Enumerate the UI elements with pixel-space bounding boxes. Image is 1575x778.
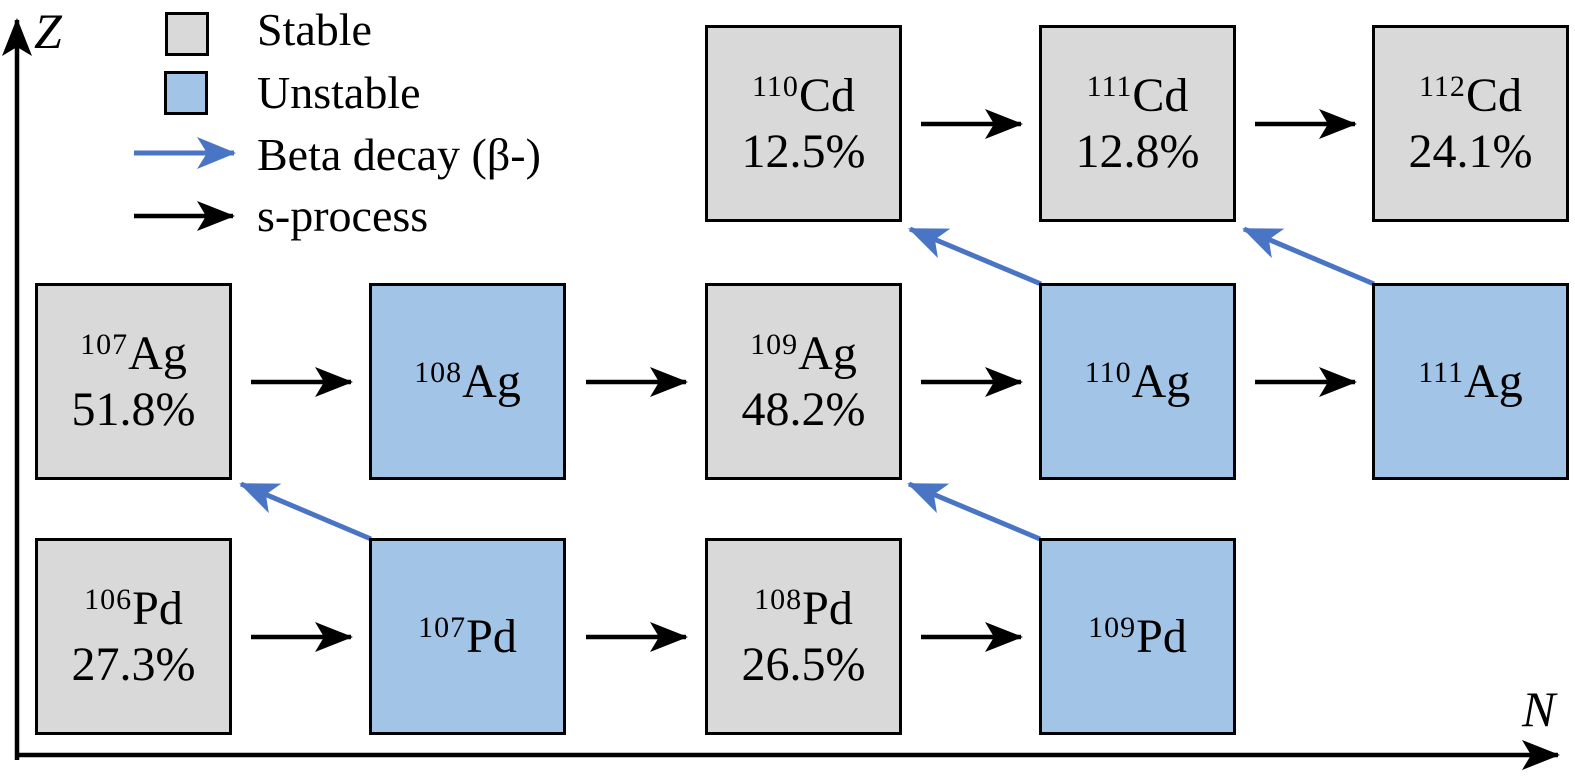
element-symbol: Ag <box>798 326 857 380</box>
element-symbol: Pd <box>1136 609 1187 663</box>
beta-arrow-109pd-109ag <box>907 481 1041 542</box>
isotope-abundance: 12.5% <box>741 124 866 178</box>
beta-arrow-107pd-107ag <box>239 481 372 542</box>
y-axis-label: Z <box>34 3 62 59</box>
mass-number: 109 <box>750 327 799 361</box>
isotope-abundance: 12.8% <box>1075 124 1200 178</box>
legend-sprocess-label: s-process <box>257 190 429 241</box>
mass-number: 112 <box>1419 69 1466 103</box>
isotope-box-110ag: 110Ag <box>1039 283 1236 480</box>
element-symbol: Pd <box>132 581 183 635</box>
isotope-box-111cd: 111Cd 12.8% <box>1039 25 1236 222</box>
isotope-box-107pd: 107Pd <box>369 538 566 735</box>
isotope-abundance: 26.5% <box>741 637 866 691</box>
mass-number: 106 <box>84 582 133 616</box>
isotope-label: 111Cd <box>1087 68 1189 124</box>
isotope-abundance: 27.3% <box>71 637 196 691</box>
mass-number: 107 <box>80 327 129 361</box>
element-symbol: Ag <box>128 326 187 380</box>
mass-number: 108 <box>414 355 463 389</box>
isotope-label: 109Pd <box>1088 609 1187 665</box>
element-symbol: Cd <box>1132 68 1189 122</box>
legend-stable-swatch <box>165 12 209 56</box>
legend-unstable-label: Unstable <box>257 67 421 118</box>
isotope-label: 108Pd <box>754 581 853 637</box>
isotope-box-107ag: 107Ag 51.8% <box>35 283 232 480</box>
legend-stable-label: Stable <box>257 4 372 55</box>
isotope-abundance: 24.1% <box>1408 124 1533 178</box>
isotope-label: 109Ag <box>750 326 857 382</box>
element-symbol: Cd <box>798 68 855 122</box>
isotope-label: 106Pd <box>84 581 183 637</box>
isotope-box-109pd: 109Pd <box>1039 538 1236 735</box>
isotope-label: 108Ag <box>414 354 521 410</box>
mass-number: 109 <box>1088 610 1137 644</box>
isotope-box-109ag: 109Ag 48.2% <box>705 283 902 480</box>
isotope-label: 110Ag <box>1085 354 1191 410</box>
mass-number: 110 <box>1084 355 1132 389</box>
mass-number: 111 <box>1418 355 1465 389</box>
isotope-abundance: 48.2% <box>741 382 866 436</box>
legend-unstable-swatch <box>164 71 208 115</box>
isotope-box-108ag: 108Ag <box>369 283 566 480</box>
isotope-label: 110Cd <box>752 68 855 124</box>
x-axis-label: N <box>1522 681 1556 737</box>
isotope-box-106pd: 106Pd 27.3% <box>35 538 232 735</box>
legend-beta-label: Beta decay (β-) <box>257 129 541 180</box>
isotope-box-110cd: 110Cd 12.5% <box>705 25 902 222</box>
element-symbol: Ag <box>462 354 521 408</box>
isotope-abundance: 51.8% <box>71 382 196 436</box>
isotope-label: 107Ag <box>80 326 187 382</box>
mass-number: 110 <box>752 69 799 103</box>
element-symbol: Cd <box>1465 68 1522 122</box>
mass-number: 107 <box>418 610 467 644</box>
isotope-box-111ag: 111Ag <box>1372 283 1569 480</box>
element-symbol: Pd <box>802 581 853 635</box>
element-symbol: Ag <box>1131 354 1191 408</box>
element-symbol: Ag <box>1464 354 1523 408</box>
beta-arrow-111ag-111cd <box>1242 226 1375 287</box>
mass-number: 108 <box>754 582 803 616</box>
beta-arrow-110ag-110cd <box>908 226 1042 287</box>
isotope-label: 111Ag <box>1418 354 1522 410</box>
isotope-label: 107Pd <box>418 609 517 665</box>
isotope-box-108pd: 108Pd 26.5% <box>705 538 902 735</box>
isotope-label: 112Cd <box>1419 68 1522 124</box>
element-symbol: Pd <box>466 609 517 663</box>
mass-number: 111 <box>1086 69 1133 103</box>
isotope-box-112cd: 112Cd 24.1% <box>1372 25 1569 222</box>
